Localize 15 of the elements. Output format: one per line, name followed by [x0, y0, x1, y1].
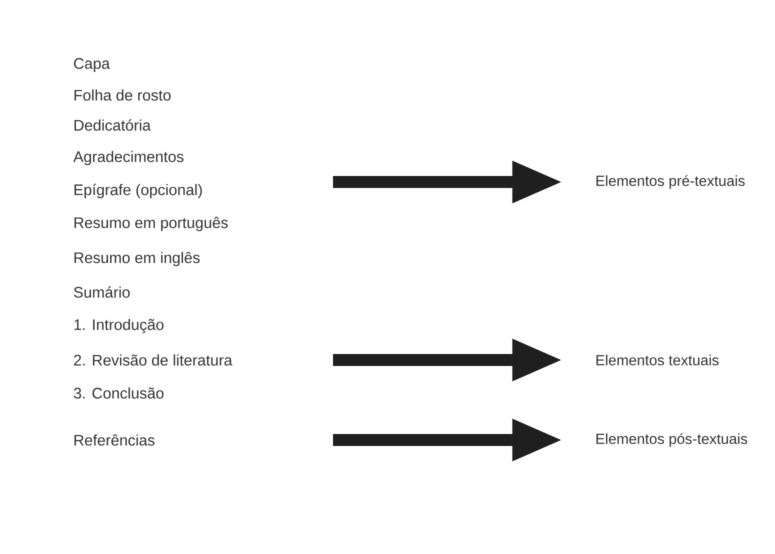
list-item: Agradecimentos [73, 150, 184, 166]
list-item: 1. Introdução [74, 318, 164, 334]
list-item: Sumário [74, 286, 130, 298]
category-label: Elementos pós-textuais [596, 433, 748, 447]
list-item: 3. Conclusão [74, 387, 164, 399]
list-item: Dedicatória [74, 119, 151, 131]
list-item: Resumo em português [74, 216, 228, 232]
list-item: Resumo em inglês [74, 252, 200, 266]
list-item: Epígrafe (opcional) [74, 184, 202, 198]
list-item: Referências [74, 434, 155, 446]
list-item: Folha de rosto [74, 89, 171, 101]
list-item: 2. Revisão de literatura [74, 354, 232, 366]
category-label: Elementos pré-textuais [596, 175, 745, 189]
list-item: Capa [74, 58, 110, 72]
category-label: Elementos textuais [596, 354, 719, 366]
